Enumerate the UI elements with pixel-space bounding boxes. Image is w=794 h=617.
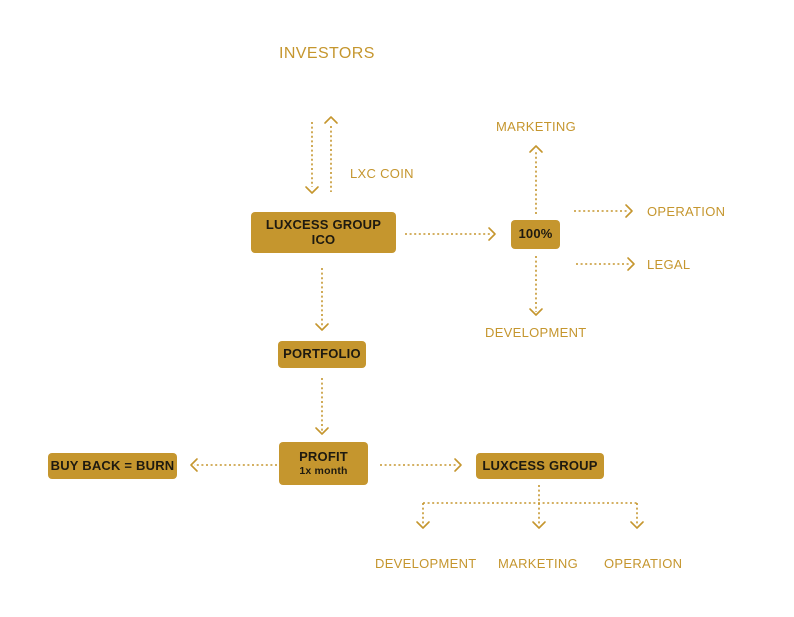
operation-label-bottom: OPERATION: [604, 556, 683, 571]
arrow-down-icon: [416, 521, 430, 529]
arrow-down-icon: [532, 521, 546, 529]
luxcess-group-title: LUXCESS GROUP: [482, 457, 598, 473]
operation-label-right: OPERATION: [647, 204, 726, 219]
portfolio-title: PORTFOLIO: [283, 346, 361, 362]
arrow-right-icon: [625, 204, 633, 218]
profit-frequency: 1x month: [299, 464, 348, 477]
arrow-down-icon: [315, 427, 329, 435]
ico-box-title: LUXCESS GROUP: [265, 216, 382, 232]
buy-back-burn-title: BUY BACK = BURN: [50, 457, 175, 473]
allocation-box: 100%: [511, 220, 560, 249]
luxcess-group-box: LUXCESS GROUP: [476, 453, 604, 479]
ico-box-subtitle: ICO: [311, 231, 336, 247]
arrow-up-icon: [324, 116, 338, 124]
arrow-up-icon: [529, 145, 543, 153]
arrow-left-icon: [190, 458, 198, 472]
buy-back-burn-box: BUY BACK = BURN: [48, 453, 177, 479]
marketing-label-bottom: MARKETING: [498, 556, 578, 571]
profit-box: PROFIT 1x month: [279, 442, 368, 485]
development-label-right: DEVELOPMENT: [485, 325, 587, 340]
allocation-percent: 100%: [518, 226, 553, 242]
legal-label: LEGAL: [647, 257, 691, 272]
luxcess-group-ico-box: LUXCESS GROUP ICO: [251, 212, 396, 253]
lxc-coin-label: LXC COIN: [350, 166, 414, 181]
arrow-down-icon: [305, 186, 319, 194]
development-label-bottom: DEVELOPMENT: [375, 556, 477, 571]
profit-title: PROFIT: [299, 449, 348, 464]
investors-label: INVESTORS: [279, 45, 375, 62]
arrow-down-icon: [630, 521, 644, 529]
portfolio-box: PORTFOLIO: [278, 341, 366, 368]
marketing-label-top: MARKETING: [496, 119, 576, 134]
arrow-down-icon: [315, 323, 329, 331]
arrow-right-icon: [627, 257, 635, 271]
arrow-right-icon: [454, 458, 462, 472]
arrow-down-icon: [529, 308, 543, 316]
arrow-right-icon: [488, 227, 496, 241]
